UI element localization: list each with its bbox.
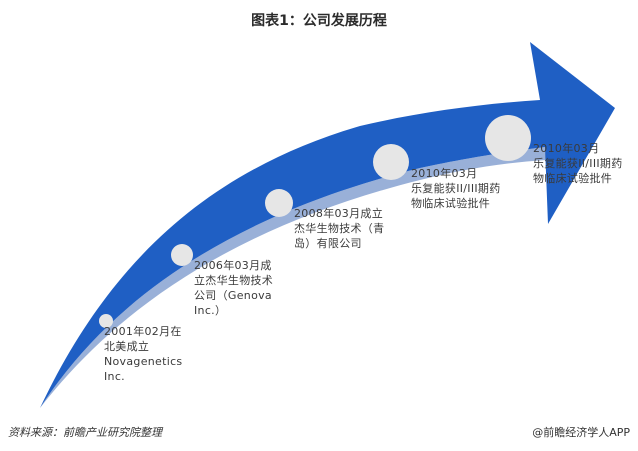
milestone-label-4: 2010年03月 乐复能获II/III期药 物临床试验批件 — [411, 167, 501, 210]
milestone-node-3 — [265, 189, 293, 217]
milestone-node-1 — [99, 314, 113, 328]
arrow-body — [40, 42, 615, 408]
milestone-label-2: 2006年03月成 立杰华生物技术 公司（Genova Inc.） — [194, 259, 274, 317]
brand-credit: @前瞻经济学人APP — [532, 426, 630, 439]
milestone-label-5: 2010年03月 乐复能获II/III期药 物临床试验批件 — [533, 142, 623, 185]
milestone-node-5 — [485, 115, 531, 161]
source-note: 资料来源：前瞻产业研究院整理 — [8, 426, 162, 439]
milestone-node-4 — [373, 144, 409, 180]
page-title: 图表1：公司发展历程 — [251, 13, 387, 29]
milestone-label-1: 2001年02月在 北美成立 Novagenetics Inc. — [104, 325, 183, 383]
milestone-node-2 — [171, 244, 193, 266]
milestone-label-3: 2008年03月成立 杰华生物技术（青 岛）有限公司 — [294, 207, 385, 250]
